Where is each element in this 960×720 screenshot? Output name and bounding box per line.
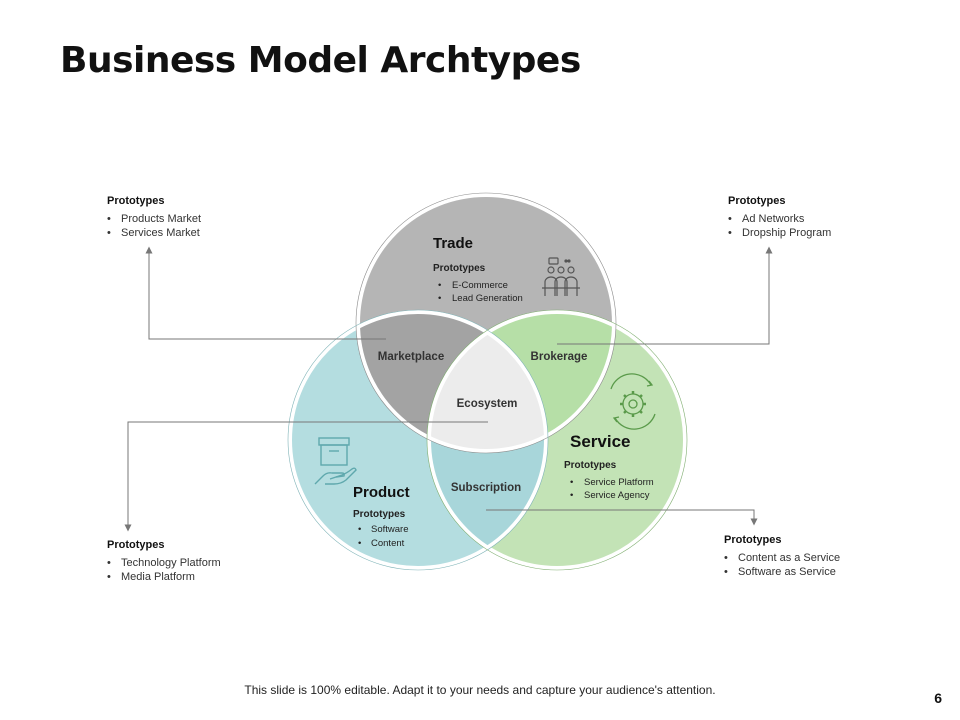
svg-text:•: • (438, 280, 441, 291)
marketplace-label: Marketplace (378, 351, 444, 363)
trade-item: Lead Generation (452, 293, 523, 304)
connector-top-left (145, 246, 386, 340)
connector-bottom-left (124, 421, 488, 532)
subscription-label: Subscription (451, 482, 521, 494)
page-number: 6 (934, 690, 942, 706)
callout-item: Technology Platform (107, 556, 221, 570)
callout-bottom-left: Prototypes Technology Platform Media Pla… (107, 538, 221, 584)
callout-item: Ad Networks (728, 212, 831, 226)
connector-bottom-right (486, 509, 758, 526)
connector-top-right (557, 246, 773, 345)
callout-heading: Prototypes (724, 534, 782, 546)
product-prototypes-heading: Prototypes (353, 509, 406, 520)
callout-item: Dropship Program (728, 226, 831, 240)
callout-heading: Prototypes (107, 539, 165, 551)
ecosystem-region (429, 312, 546, 451)
callout-top-right: Prototypes Ad Networks Dropship Program (728, 194, 831, 240)
trade-label: Trade (433, 235, 473, 252)
brokerage-label: Brokerage (531, 351, 588, 363)
callout-bottom-right: Prototypes Content as a Service Software… (724, 533, 840, 579)
ecosystem-label: Ecosystem (457, 398, 518, 410)
callout-item: Media Platform (107, 570, 221, 584)
callout-top-left: Prototypes Products Market Services Mark… (107, 194, 201, 240)
footer-note: This slide is 100% editable. Adapt it to… (244, 683, 716, 697)
page-title: Business Model Archtypes (60, 40, 581, 81)
callout-item: Software as Service (724, 565, 840, 579)
product-item: Content (371, 538, 405, 549)
svg-text:•: • (358, 524, 361, 535)
svg-text:•: • (358, 538, 361, 549)
callout-heading: Prototypes (728, 195, 786, 207)
service-label: Service (570, 432, 631, 451)
product-label: Product (353, 484, 410, 501)
trade-item: E-Commerce (452, 280, 508, 291)
callout-item: Services Market (107, 226, 201, 240)
gear-cycle-icon (610, 373, 656, 430)
service-item: Service Platform (584, 477, 654, 488)
callout-item: Content as a Service (724, 551, 840, 565)
service-prototypes-heading: Prototypes (564, 460, 617, 471)
svg-text:•: • (570, 490, 573, 501)
box-in-hand-icon (314, 437, 357, 485)
meeting-people-icon (542, 257, 580, 296)
svg-text:•: • (570, 477, 573, 488)
service-item: Service Agency (584, 490, 650, 501)
callout-heading: Prototypes (107, 195, 165, 207)
trade-prototypes-heading: Prototypes (433, 263, 486, 274)
product-item: Software (371, 524, 409, 535)
svg-text:•: • (438, 293, 441, 304)
callout-item: Products Market (107, 212, 201, 226)
